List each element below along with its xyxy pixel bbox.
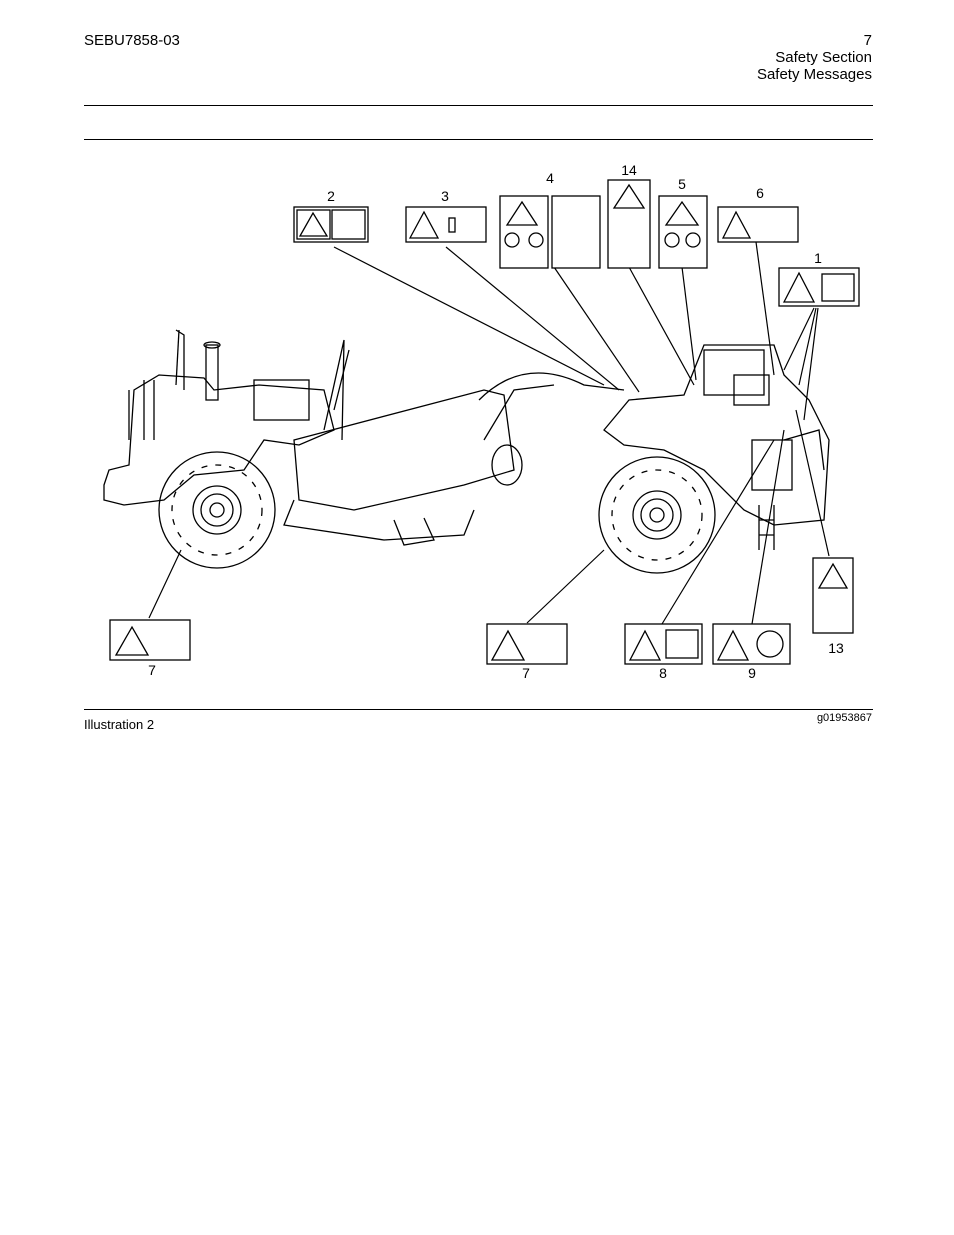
callout-13: 13 xyxy=(828,640,844,656)
decal-shapes xyxy=(109,179,860,665)
callout-6: 6 xyxy=(756,185,764,201)
page-number: 7 xyxy=(863,32,872,49)
figure-top-rule xyxy=(84,139,873,140)
section-title: Safety Section xyxy=(775,49,872,66)
callout-1: 1 xyxy=(814,250,822,266)
callout-5: 5 xyxy=(678,176,686,192)
callout-3: 3 xyxy=(441,188,449,204)
scraper-machine-outline xyxy=(103,329,830,574)
safety-message-illustration: 2 3 4 14 5 6 1 7 7 8 9 13 xyxy=(84,140,873,710)
figure-caption: Illustration 2 xyxy=(84,717,155,732)
callout-7-center: 7 xyxy=(522,665,530,681)
header-rule xyxy=(84,105,873,106)
callout-8: 8 xyxy=(659,665,667,681)
subsection-title: Safety Messages xyxy=(756,66,872,83)
callout-2: 2 xyxy=(327,188,335,204)
callout-labels: 2 3 4 14 5 6 1 7 7 8 9 13 xyxy=(148,162,844,681)
figure-bottom-rule xyxy=(84,709,873,710)
document-id: SEBU7858-03 xyxy=(84,32,180,49)
callout-4: 4 xyxy=(546,170,554,186)
callout-9: 9 xyxy=(748,665,756,681)
machine-drawing: 2 3 4 14 5 6 1 7 7 8 9 13 xyxy=(103,162,860,681)
figure-id: g01953867 xyxy=(816,712,872,724)
page-header-right: 7 Safety Section Safety Messages xyxy=(757,32,872,83)
callout-7-left: 7 xyxy=(148,662,156,678)
callout-14: 14 xyxy=(621,162,637,178)
